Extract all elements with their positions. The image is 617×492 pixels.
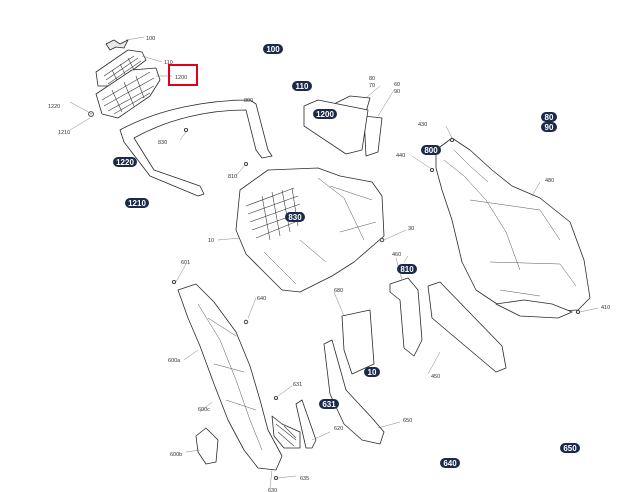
part-grille-upper-hatch [103, 55, 142, 85]
part-side-deflector[interactable] [177, 283, 283, 471]
part-side-bolt-430[interactable] [449, 137, 454, 142]
part-deflector-bolt-635[interactable] [273, 475, 278, 480]
callout-30: 30 [408, 226, 414, 232]
badge-800[interactable]: 800 [421, 145, 441, 155]
callout-640: 640 [257, 296, 266, 302]
callout-1210: 1210 [58, 130, 70, 136]
callout-600c: 600c [198, 407, 210, 413]
part-emblem[interactable] [105, 39, 129, 51]
part-front-body-detail [263, 177, 377, 285]
callout-620: 620 [334, 426, 343, 432]
svg-text:810: 810 [400, 265, 414, 274]
part-drawings [88, 39, 591, 480]
callout-100: 100 [146, 36, 155, 42]
callout-830: 830 [158, 140, 167, 146]
badge-110[interactable]: 110 [292, 81, 312, 91]
svg-text:90: 90 [545, 123, 554, 132]
svg-text:800: 800 [424, 146, 438, 155]
badge-100[interactable]: 100 [263, 44, 283, 54]
part-side-panel[interactable] [435, 137, 591, 313]
svg-text:640: 640 [443, 459, 457, 468]
callout-650: 650 [403, 418, 412, 424]
part-small-panel[interactable] [195, 427, 219, 465]
callout-631: 631 [293, 382, 302, 388]
callout-601: 601 [181, 260, 190, 266]
part-side-panel-flap[interactable] [495, 299, 573, 319]
part-bracket[interactable] [389, 277, 423, 357]
badge-830[interactable]: 830 [285, 212, 305, 222]
callout-440: 440 [396, 153, 405, 159]
callout-430: 430 [418, 122, 427, 128]
callout-810: 810 [228, 174, 237, 180]
badge-1220[interactable]: 1220 [113, 157, 137, 167]
callout-460: 460 [392, 252, 401, 258]
part-headlight-lens[interactable] [363, 115, 383, 157]
callout-10: 10 [208, 238, 214, 244]
part-trim-680[interactable] [341, 309, 375, 375]
callout-480: 480 [545, 178, 554, 184]
callout-1220: 1220 [48, 104, 60, 110]
part-light-panel[interactable] [303, 99, 369, 155]
callout-110: 110 [164, 60, 173, 66]
callout-80: 80 [369, 76, 375, 82]
callout-90: 90 [394, 89, 400, 95]
svg-text:10: 10 [368, 368, 377, 377]
callout-630: 630 [268, 488, 277, 492]
badge-810[interactable]: 810 [397, 264, 417, 274]
leader-lines [69, 36, 599, 489]
badge-80[interactable]: 80 [541, 112, 557, 122]
part-side-bolt-440[interactable] [429, 167, 434, 172]
svg-text:830: 830 [288, 213, 302, 222]
part-rod[interactable] [295, 399, 317, 449]
svg-text:80: 80 [545, 113, 554, 122]
part-grille-lower[interactable] [95, 67, 161, 119]
part-deflector-bolt-601[interactable] [171, 279, 176, 284]
svg-text:100: 100 [266, 45, 280, 54]
part-grille-upper[interactable] [95, 49, 147, 87]
callout-60: 60 [394, 82, 400, 88]
part-deflector-bolt-640[interactable] [243, 319, 249, 325]
part-bumper-bolt[interactable] [183, 127, 188, 132]
callout-680: 680 [334, 288, 343, 294]
svg-text:1200: 1200 [316, 110, 334, 119]
callout-635: 635 [300, 476, 309, 482]
part-skid-guard[interactable] [323, 339, 385, 445]
svg-text:631: 631 [322, 400, 336, 409]
part-side-panel-detail [443, 149, 577, 297]
part-bolt-631[interactable] [273, 395, 278, 400]
callout-450: 450 [431, 374, 440, 380]
badge-650[interactable]: 650 [560, 443, 580, 453]
part-bumper-tube[interactable] [119, 99, 273, 197]
part-lower-panel[interactable] [427, 281, 507, 373]
part-front-body-bolt[interactable] [379, 237, 385, 243]
callout-600b: 600b [170, 452, 182, 458]
callout-70: 70 [369, 83, 375, 89]
badge-1210[interactable]: 1210 [125, 198, 149, 208]
svg-text:1220: 1220 [116, 158, 134, 167]
callout-1200: 1200 [175, 75, 187, 81]
badge-90[interactable]: 90 [541, 122, 557, 132]
part-grille-lower-hatch [101, 71, 155, 115]
part-side-bolt-410[interactable] [576, 309, 581, 314]
callout-800: 800 [244, 98, 253, 104]
badge-1200[interactable]: 1200 [313, 109, 337, 119]
badges: 100 110 1200 1220 1210 830 800 80 [113, 44, 580, 468]
svg-text:110: 110 [296, 82, 309, 91]
part-front-body[interactable] [235, 167, 385, 293]
svg-text:650: 650 [563, 444, 577, 453]
callout-600a: 600a [168, 358, 181, 364]
highlight-box-1200 [168, 64, 198, 86]
badge-640[interactable]: 640 [440, 458, 460, 468]
callout-labels: 100 110 1200 1220 1210 800 830 810 80 70… [48, 36, 610, 492]
part-deflector-insert-hatch [275, 423, 297, 447]
callout-410: 410 [601, 305, 610, 311]
badge-631[interactable]: 631 [319, 399, 339, 409]
part-bumper-bolt-2[interactable] [243, 161, 248, 166]
part-side-deflector-detail [197, 303, 263, 451]
part-front-body-grille [245, 187, 303, 241]
svg-text:1210: 1210 [128, 199, 146, 208]
badge-10[interactable]: 10 [364, 367, 380, 377]
